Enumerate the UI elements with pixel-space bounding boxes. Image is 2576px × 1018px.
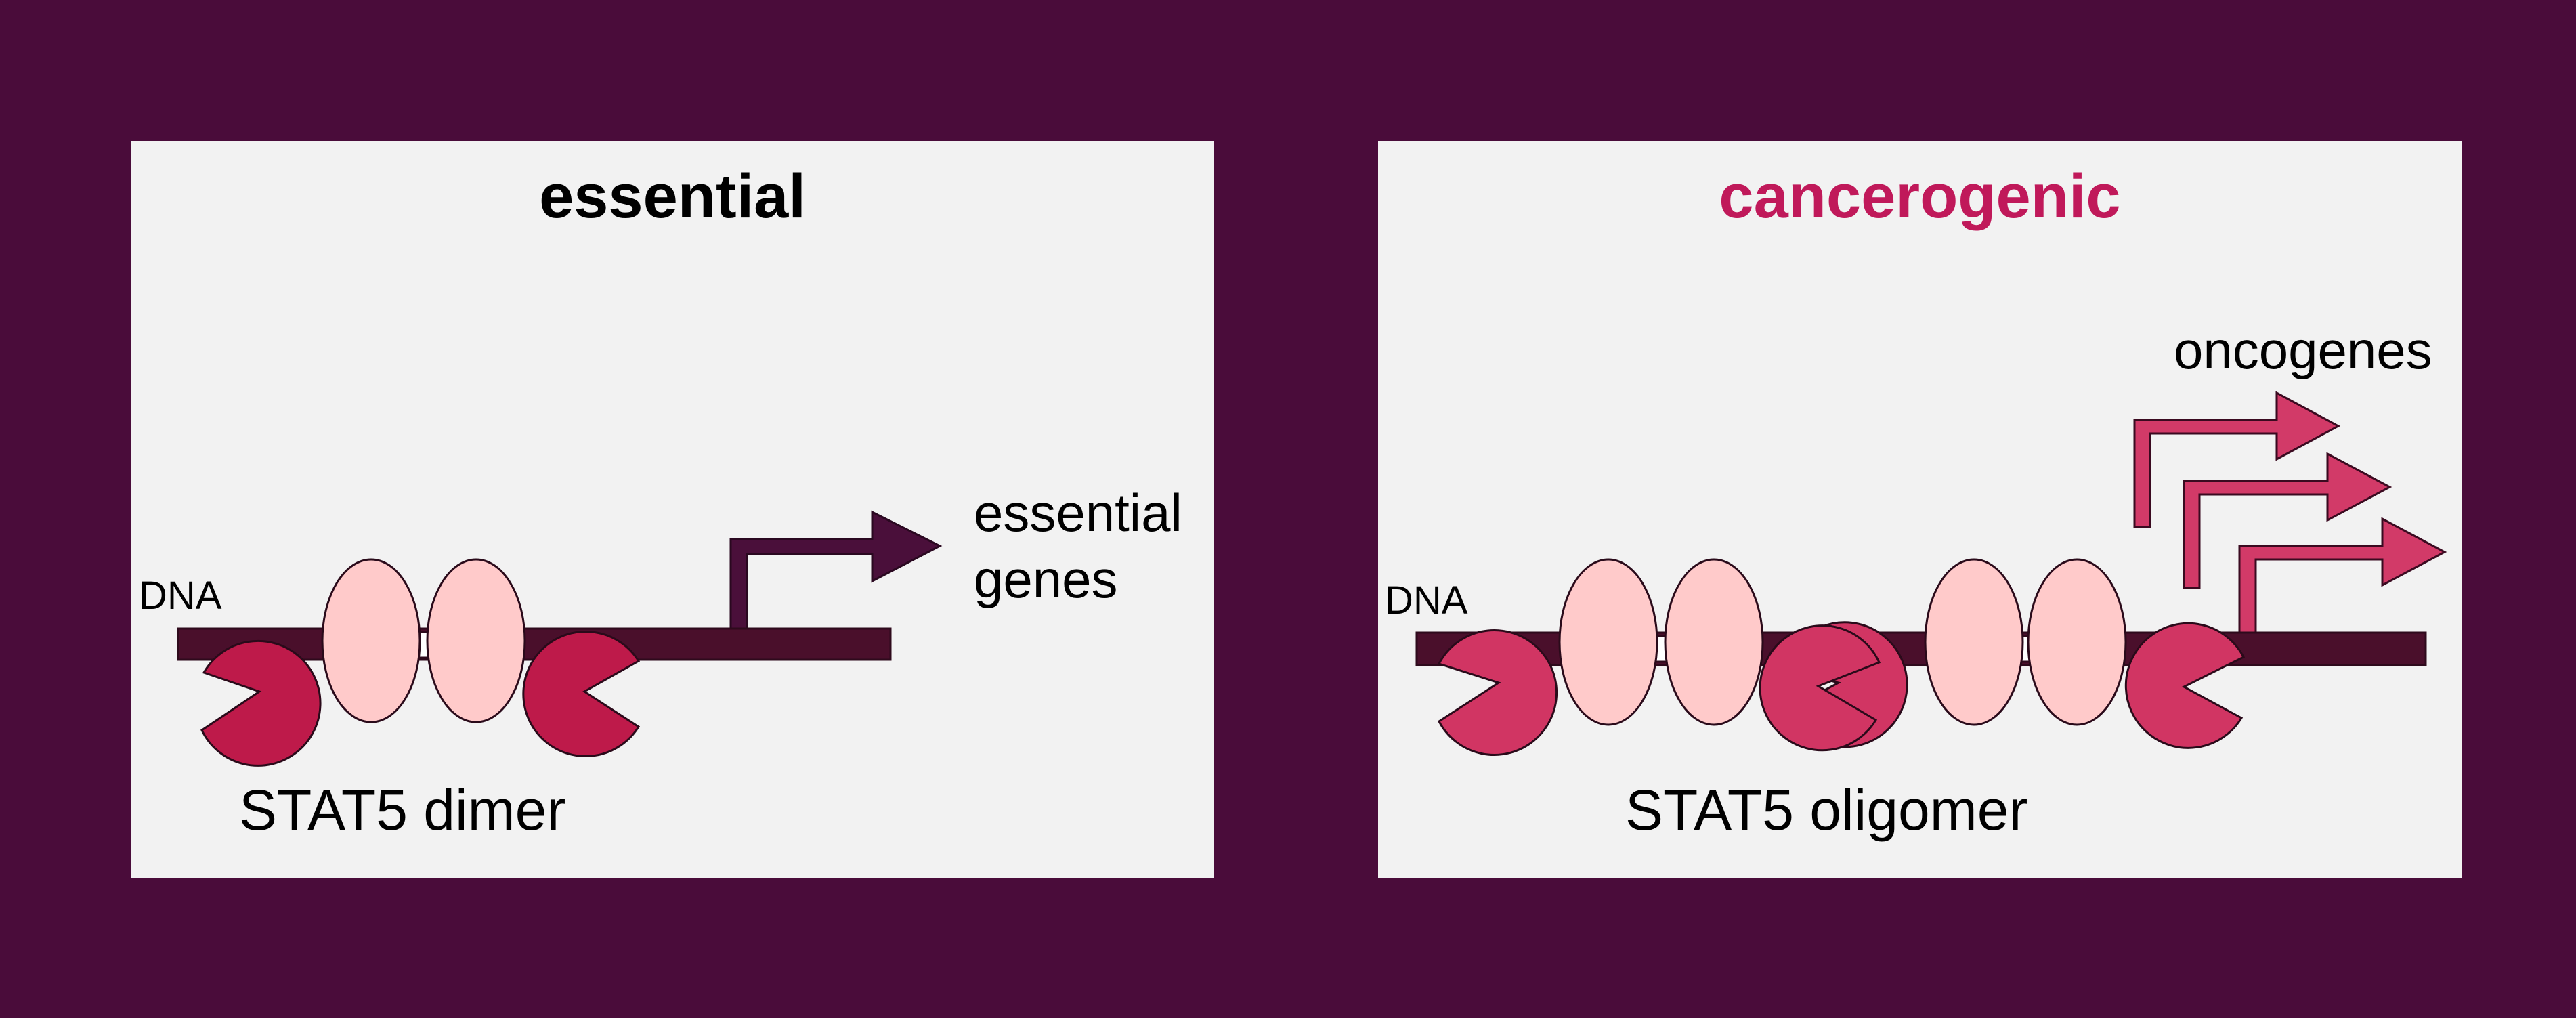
stat5-oval-domain (426, 558, 526, 723)
essential-gene-arrow (729, 510, 943, 650)
stat5-pacman-domain (522, 631, 641, 757)
stat5-oval-domain (1558, 558, 1658, 726)
oncogene-arrow (2183, 452, 2392, 589)
stat5-pacman-domain (1759, 624, 1881, 752)
cancerogenic-diagram (1415, 391, 2447, 756)
stat5-oval-domain (1664, 558, 1764, 726)
stat5-dimer-label: STAT5 dimer (239, 778, 566, 842)
stat5-pacman-domain (2124, 622, 2246, 749)
stat5-oligomer-label: STAT5 oligomer (1625, 778, 2028, 842)
oncogene-arrow (2133, 391, 2341, 528)
oncogene-arrow (2238, 517, 2447, 643)
stat5-pacman-domain (1437, 629, 1558, 756)
stat5-pacman-domain (200, 639, 322, 767)
stat5-oval-domain (1924, 558, 2024, 726)
cancerogenic-title: cancerogenic (1719, 162, 2121, 231)
essential-diagram (177, 510, 943, 767)
essential-genes-label-line1: essential (974, 483, 1182, 543)
essential-panel: essential DNA essential genes STAT5 dime… (131, 141, 1214, 878)
stat5-oval-domain (2027, 558, 2127, 726)
dna-label: DNA (139, 574, 222, 618)
oncogenes-label: oncogenes (2174, 320, 2432, 380)
stat5-oval-domain (321, 558, 421, 723)
essential-genes-label-line2: genes (974, 549, 1118, 609)
essential-title: essential (539, 162, 806, 231)
cancerogenic-panel: cancerogenic DNA oncogenes STAT5 oligome… (1378, 141, 2462, 878)
essential-genes-label: essential genes (974, 480, 1182, 612)
dna-label: DNA (1385, 578, 1468, 622)
